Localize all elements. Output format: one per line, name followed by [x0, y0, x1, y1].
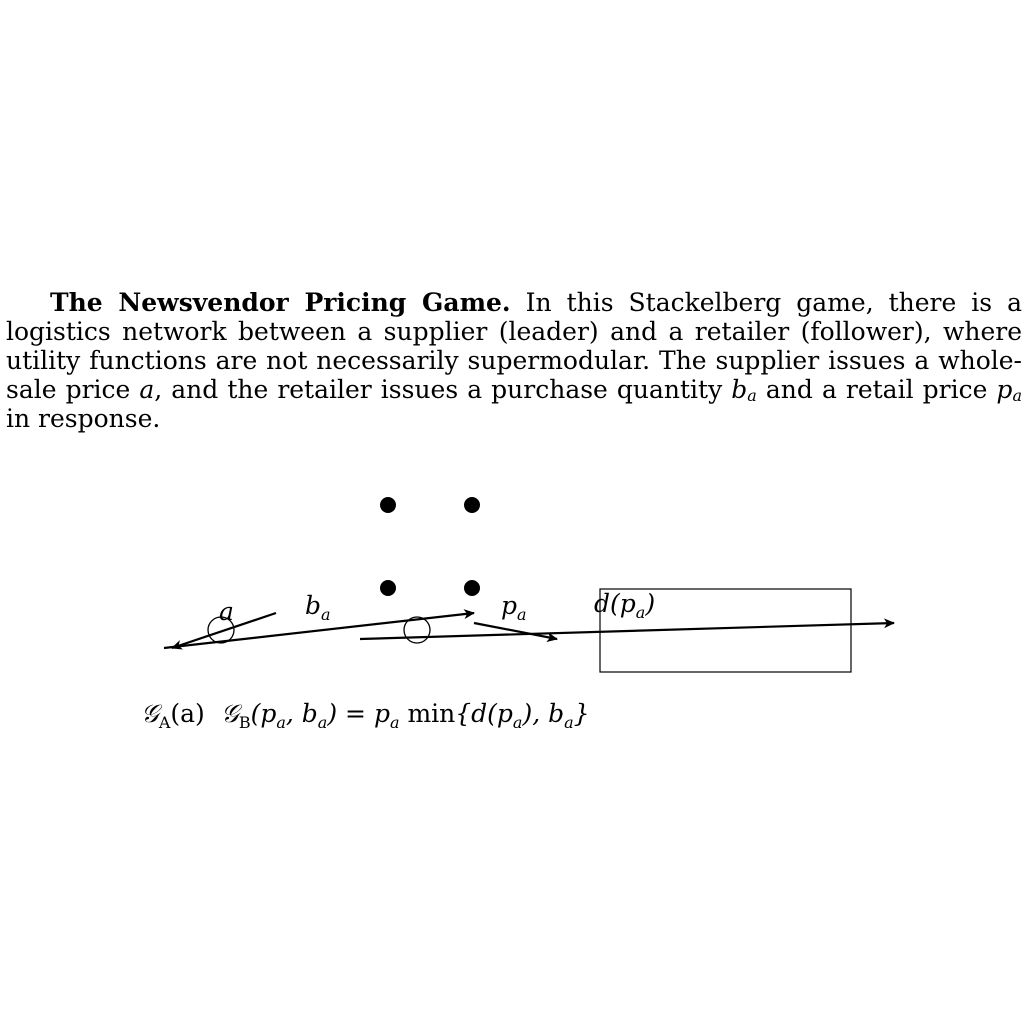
var-b-subscript: a — [747, 386, 757, 405]
label-a: a — [219, 597, 234, 626]
demand-box — [599, 588, 852, 673]
var-b: b — [731, 375, 748, 404]
label-p: pa — [501, 591, 527, 624]
node-circle-p — [403, 616, 431, 644]
paragraph-text-1: In this Stackelberg game, there is a log… — [6, 288, 1022, 404]
node-dot-bottom-left — [380, 580, 396, 596]
paragraph-text-2: , and the retailer issues a purchase qua… — [154, 375, 723, 404]
label-d: d(pa) — [594, 589, 655, 622]
arrow-b — [163, 609, 475, 650]
paragraph-text-4: in response. — [6, 404, 161, 433]
arrow-p — [473, 621, 558, 643]
formula-utility-a: 𝒢A(a) — [141, 699, 205, 732]
node-dot-bottom-right — [464, 580, 480, 596]
node-dot-top-left — [380, 497, 396, 513]
arrow-a — [171, 611, 277, 650]
paragraph-text-3: and a retail price — [765, 375, 988, 404]
var-p: p — [996, 375, 1013, 404]
paragraph-title: The Newsvendor Pricing Game. — [50, 288, 511, 317]
arrow-d — [359, 618, 895, 641]
node-dot-top-right — [464, 497, 480, 513]
game-description: The Newsvendor Pricing Game. In this Sta… — [6, 288, 1022, 433]
var-a: a — [139, 375, 155, 404]
formula-utility-b: 𝒢B(pa, ba) = pa min{d(pa), ba} — [221, 699, 590, 732]
node-circle-a — [207, 616, 235, 644]
var-p-subscript: a — [1012, 386, 1022, 405]
label-b: ba — [305, 591, 331, 624]
